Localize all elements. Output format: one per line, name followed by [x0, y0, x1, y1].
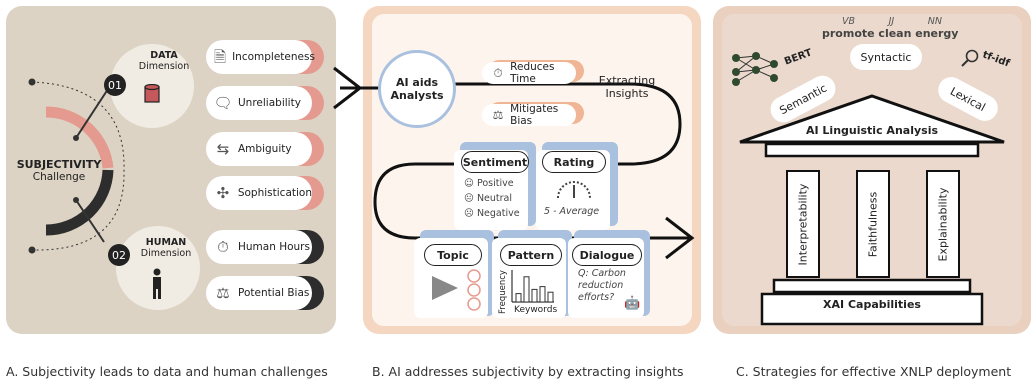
pos-tag-vb: VB — [842, 16, 856, 27]
pattern-bar — [531, 288, 538, 303]
pattern-bar-chart — [511, 270, 554, 303]
caption-b: B. AI addresses subjectivity by extracti… — [372, 364, 684, 379]
mitigates-bias-label: Mitigates Bias — [510, 103, 559, 127]
column-interpretability: Interpretability — [786, 170, 820, 278]
scales-icon: ⚖ — [216, 283, 230, 302]
data-item-label: Unreliability — [238, 97, 301, 109]
dialogue-line-1: Q: Carbon — [578, 268, 626, 279]
stopwatch-icon: ⏱ — [493, 66, 503, 80]
data-dimension-title: DATA — [150, 50, 178, 61]
pattern-tag: Pattern — [500, 244, 562, 266]
human-dimension-sub: Dimension — [140, 248, 192, 259]
stopwatch-icon: ⏱ — [217, 237, 229, 256]
pos-tag-nn: NN — [927, 16, 942, 27]
rating-tag: Rating — [542, 151, 606, 173]
extracting-line-1: Extracting — [598, 74, 656, 87]
sentiment-negative: Negative — [476, 208, 520, 219]
dialogue-text: Q: Carbon reduction efforts? — [578, 268, 626, 304]
rating-value: 5 - Average — [544, 206, 600, 217]
human-dimension-number: 02 — [108, 244, 130, 266]
panel-a-arcs — [28, 78, 125, 254]
topic-tag: Topic — [424, 244, 482, 266]
data-item-incompleteness: 🗎 Incompleteness — [206, 40, 324, 74]
data-item-unreliability: 🗨 Unreliability — [206, 86, 324, 120]
column-faithfulness: Faithfulness — [856, 170, 890, 278]
pattern-bar — [515, 293, 522, 303]
positive-face-icon: ☺ — [464, 178, 477, 189]
sentiment-positive: Positive — [476, 178, 514, 189]
sentiment-list: ☺ Positive 😐 Neutral ☹ Negative — [464, 176, 520, 221]
column-explainability: Explainability — [926, 170, 960, 278]
scales-icon: ⚖ — [492, 108, 504, 122]
pattern-bar — [547, 291, 554, 303]
person-icon — [153, 268, 161, 299]
sentiment-neutral: Neutral — [476, 193, 513, 204]
reduces-time-label: Reduces Time — [510, 61, 555, 85]
reduces-time-pill: ⏱ Reduces Time — [482, 61, 576, 85]
syntactic-pill: Syntactic — [850, 44, 922, 70]
ai-aids-analysts-circle: AI aids Analysts — [378, 50, 456, 128]
data-item-label: Ambiguity — [238, 143, 292, 155]
base-label: XAI Capabilities — [823, 298, 921, 311]
roof-label: AI Linguistic Analysis — [805, 124, 939, 137]
challenge-title: SUBJECTIVITY — [16, 158, 102, 171]
chat-icon: 🗨 — [213, 93, 233, 112]
extracting-insights-label: Extracting Insights — [592, 74, 662, 100]
gauge-icon — [557, 181, 591, 199]
human-dimension-title: HUMAN — [145, 237, 187, 248]
data-dimension-number: 01 — [104, 74, 126, 96]
example-phrase: promote clean energy — [822, 27, 959, 40]
human-item-label: Human Hours — [238, 241, 310, 253]
data-dimension-label: DATA Dimension — [134, 50, 194, 72]
human-item-potential-bias: ⚖ Potential Bias — [206, 276, 324, 310]
magnifier-icon — [961, 49, 979, 67]
data-item-sophistication: ✣ Sophistication — [206, 176, 324, 210]
dialogue-line-3: efforts? — [578, 292, 615, 303]
robot-icon: 🤖 — [624, 296, 641, 311]
sentiment-tag: Sentiment — [461, 151, 529, 173]
pos-tag-jj: JJ — [888, 16, 895, 27]
pos-tags: VB JJ NN — [842, 16, 942, 27]
dialogue-line-2: reduction — [578, 280, 624, 291]
pattern-xlabel: Keywords — [514, 305, 558, 315]
data-dimension-sub: Dimension — [138, 61, 190, 72]
puzzle-icon: ✣ — [216, 183, 230, 202]
circle-line-2: Analysts — [390, 89, 444, 102]
pattern-bar — [523, 276, 530, 303]
signpost-icon: ⇆ — [216, 139, 230, 158]
neural-network-icon — [732, 52, 778, 86]
human-item-label: Potential Bias — [238, 287, 310, 299]
neutral-face-icon: 😐 — [464, 193, 477, 204]
mitigates-bias-pill: ⚖ Mitigates Bias — [482, 103, 576, 127]
human-item-human-hours: ⏱ Human Hours — [206, 230, 324, 264]
human-dimension-label: HUMAN Dimension — [136, 237, 196, 259]
temple-structure — [739, 94, 1005, 326]
caption-a: A. Subjectivity leads to data and human … — [6, 364, 328, 379]
data-item-ambiguity: ⇆ Ambiguity — [206, 132, 324, 166]
data-item-label: Sophistication — [237, 187, 312, 199]
document-icon: 🗎 — [214, 47, 227, 66]
subjectivity-label: SUBJECTIVITY Challenge — [14, 158, 104, 183]
challenge-subtitle: Challenge — [32, 171, 86, 183]
database-icon — [144, 84, 160, 103]
data-item-label: Incompleteness — [232, 51, 315, 63]
pattern-bar — [539, 286, 546, 303]
column-label: Faithfulness — [866, 191, 880, 257]
pattern-ylabel: Frequency — [498, 270, 508, 314]
column-label: Explainability — [936, 187, 950, 261]
dialogue-tag: Dialogue — [572, 244, 642, 266]
extracting-line-2: Insights — [605, 87, 649, 100]
column-label: Interpretability — [796, 183, 810, 265]
topic-funnel-icon — [432, 269, 481, 311]
caption-c: C. Strategies for effective XNLP deploym… — [736, 364, 1012, 379]
circle-line-1: AI aids — [395, 76, 439, 89]
negative-face-icon: ☹ — [464, 208, 477, 219]
